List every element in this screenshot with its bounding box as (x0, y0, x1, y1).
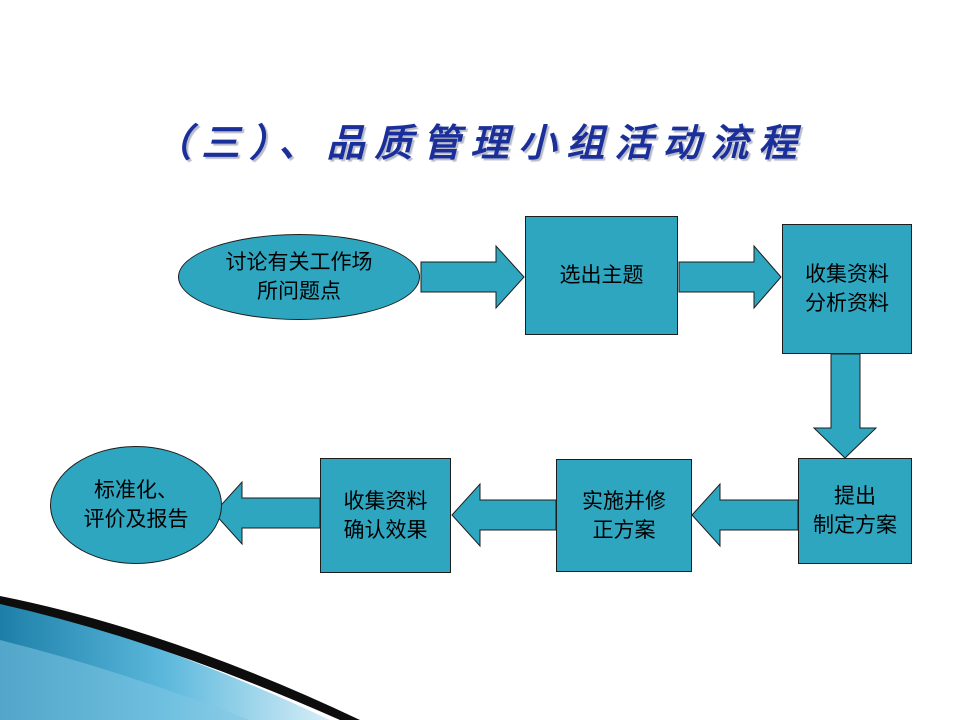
flow-step-2-select-topic: 选出主题 (525, 216, 678, 335)
slide-title: （三）、品质管理小组活动流程 (153, 121, 807, 165)
flow-step-5-label: 实施并修 正方案 (582, 488, 666, 542)
arrow-step6-to-step7 (213, 480, 321, 546)
flow-step-7-standardize-report: 标准化、 评价及报告 (50, 446, 222, 564)
flow-step-7-label: 标准化、 评价及报告 (83, 478, 189, 531)
arrow-step4-to-step5 (691, 482, 799, 548)
flow-step-1-discuss-workplace-issues: 讨论有关工作场 所问题点 (178, 234, 420, 320)
flow-step-3-collect-analyze-data: 收集资料 分析资料 (782, 224, 912, 354)
arrow-step3-to-step4 (812, 353, 878, 459)
flow-step-6-label: 收集资料 确认效果 (343, 488, 428, 542)
flow-step-5-implement-revise: 实施并修 正方案 (556, 459, 692, 572)
flow-step-6-confirm-effect: 收集资料 确认效果 (320, 458, 451, 573)
flow-step-1-label: 讨论有关工作场 所问题点 (225, 250, 373, 303)
flow-step-2-label: 选出主题 (559, 263, 644, 287)
arrow-step1-to-step2 (420, 244, 525, 310)
arrow-step2-to-step3 (678, 244, 782, 310)
flow-step-4-label: 提出 制定方案 (813, 484, 897, 537)
arrow-step5-to-step6 (451, 482, 557, 548)
flow-step-4-propose-plan: 提出 制定方案 (798, 458, 912, 564)
flow-step-3-label: 收集资料 分析资料 (805, 262, 889, 315)
